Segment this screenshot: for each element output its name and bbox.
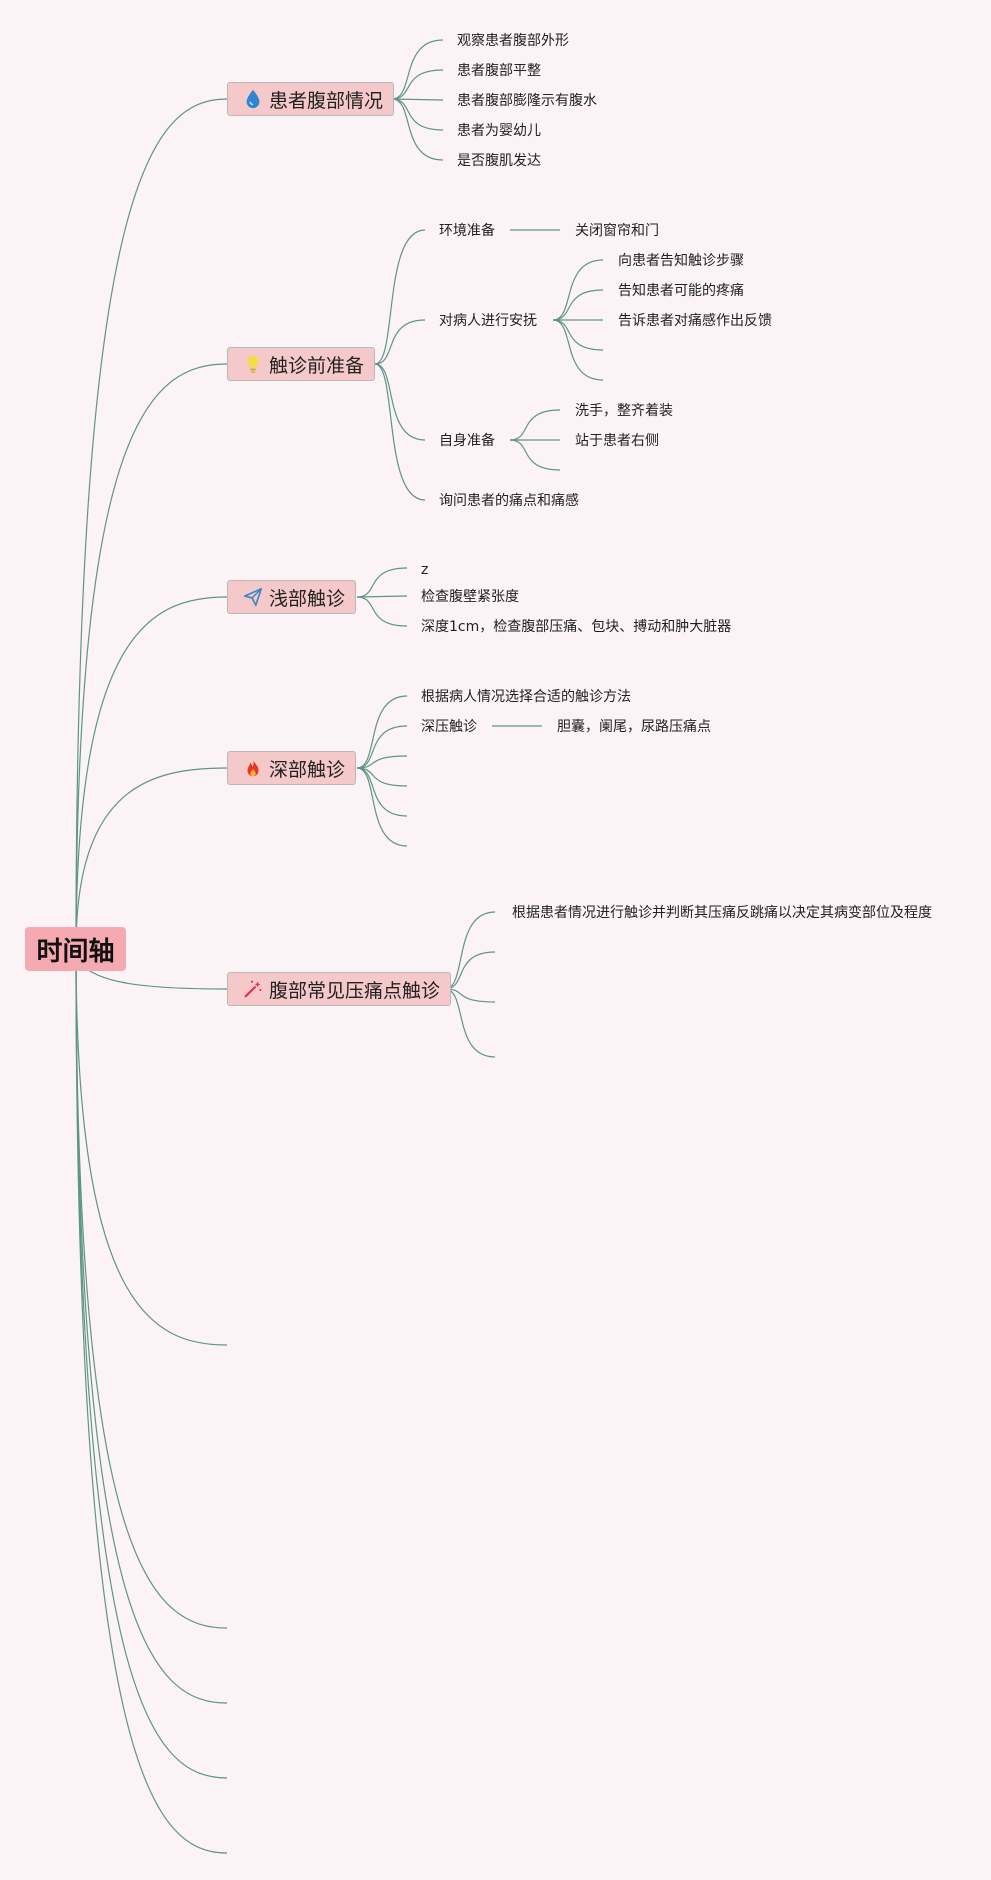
branch-comfort-4 <box>552 319 604 381</box>
topic-label: 浅部触诊 <box>269 587 346 610</box>
branch-t3-1 <box>356 725 408 769</box>
lightbulb-icon <box>242 353 264 375</box>
branch-comfort-3 <box>552 319 604 351</box>
root-branch-6 <box>75 948 228 1629</box>
root-branch-8 <box>75 948 228 1779</box>
topic-tender-points-palpation[interactable]: 腹部常见压痛点触诊 <box>227 972 452 1006</box>
branch-comfort-0 <box>552 259 604 321</box>
leaf-ask-pain[interactable]: 询问患者的痛点和痛感 <box>439 493 579 509</box>
leaf-comfort-patient[interactable]: 对病人进行安抚 <box>439 313 537 329</box>
branch-t0-2 <box>391 98 444 101</box>
leaf-choose-method[interactable]: 根据病人情况选择合适的触诊方法 <box>421 689 631 705</box>
branch-t0-0 <box>391 39 444 100</box>
topic-label: 患者腹部情况 <box>269 89 384 112</box>
root-branch-9 <box>75 948 228 1854</box>
branch-t4-2 <box>444 988 496 1003</box>
leaf-explain-steps[interactable]: 向患者告知触诊步骤 <box>618 253 744 269</box>
topic-superficial-palpation[interactable]: 浅部触诊 <box>227 580 357 614</box>
leaf-flat-abdomen[interactable]: 患者腹部平整 <box>457 63 541 79</box>
branch-t4-3 <box>444 988 496 1058</box>
root-branch-3 <box>75 767 228 950</box>
leaf-observe-shape[interactable]: 观察患者腹部外形 <box>457 33 569 49</box>
leaf-judge-tenderness[interactable]: 根据患者情况进行触诊并判断其压痛反跳痛以决定其病变部位及程度 <box>512 905 932 921</box>
root-branch-1 <box>75 363 228 950</box>
leaf-ascites[interactable]: 患者腹部膨隆示有腹水 <box>457 93 597 109</box>
branch-t2-1 <box>356 595 408 598</box>
leaf-stand-right[interactable]: 站于患者右侧 <box>575 433 659 449</box>
branch-t4-1 <box>444 951 496 990</box>
root-branch-7 <box>75 948 228 1704</box>
branch-t4-0 <box>444 911 496 990</box>
magic-wand-icon <box>242 978 264 1000</box>
topic-deep-palpation[interactable]: 深部触诊 <box>227 751 357 785</box>
branch-t1-0 <box>374 229 426 365</box>
branch-t3-3 <box>356 767 408 787</box>
branch-t0-3 <box>391 98 444 131</box>
leaf-infant[interactable]: 患者为婴幼儿 <box>457 123 541 139</box>
topic-label: 深部触诊 <box>269 758 346 781</box>
branch-t0-1 <box>391 69 444 100</box>
leaf-wash-hands[interactable]: 洗手，整齐着装 <box>575 403 673 419</box>
branch-t2-2 <box>356 596 408 627</box>
leaf-wall-tension[interactable]: 检查腹壁紧张度 <box>421 589 519 605</box>
branch-t1-1 <box>374 319 426 365</box>
paper-plane-icon <box>242 586 264 608</box>
branch-t3-2 <box>356 755 408 769</box>
branch-t0-4 <box>391 98 444 161</box>
branch-t3-4 <box>356 767 408 817</box>
topic-label: 触诊前准备 <box>269 354 365 377</box>
topic-label: 腹部常见压痛点触诊 <box>269 979 441 1002</box>
root-branch-5 <box>75 948 228 1346</box>
topic-preparation[interactable]: 触诊前准备 <box>227 347 376 381</box>
branch-t3-0 <box>356 695 408 769</box>
branch-t1-2 <box>374 363 426 441</box>
leaf-deep-press[interactable]: 深压触诊 <box>421 719 477 735</box>
fire-icon <box>242 757 264 779</box>
root-branch-0 <box>75 98 228 950</box>
leaf-environment[interactable]: 环境准备 <box>439 223 495 239</box>
branch-self-2 <box>509 439 561 471</box>
topic-abdomen-condition[interactable]: 患者腹部情况 <box>227 82 395 116</box>
branch-t3-5 <box>356 767 408 847</box>
root-branch-2 <box>75 596 228 950</box>
leaf-close-curtains[interactable]: 关闭窗帘和门 <box>575 223 659 239</box>
leaf-muscles[interactable]: 是否腹肌发达 <box>457 153 541 169</box>
branch-comfort-1 <box>552 289 604 321</box>
root-topic[interactable]: 时间轴 <box>25 927 126 971</box>
leaf-z[interactable]: z <box>421 562 429 578</box>
branch-t1-3 <box>374 363 426 501</box>
water-drop-icon <box>242 88 264 110</box>
leaf-self-prep[interactable]: 自身准备 <box>439 433 495 449</box>
branch-t2-0 <box>356 567 408 598</box>
leaf-feedback[interactable]: 告诉患者对痛感作出反馈 <box>618 313 772 329</box>
leaf-tender-points[interactable]: 胆囊，阑尾，尿路压痛点 <box>557 719 711 735</box>
leaf-explain-pain[interactable]: 告知患者可能的疼痛 <box>618 283 744 299</box>
branch-self-0 <box>509 409 561 441</box>
leaf-depth-1cm[interactable]: 深度1cm，检查腹部压痛、包块、搏动和肿大脏器 <box>421 619 732 635</box>
